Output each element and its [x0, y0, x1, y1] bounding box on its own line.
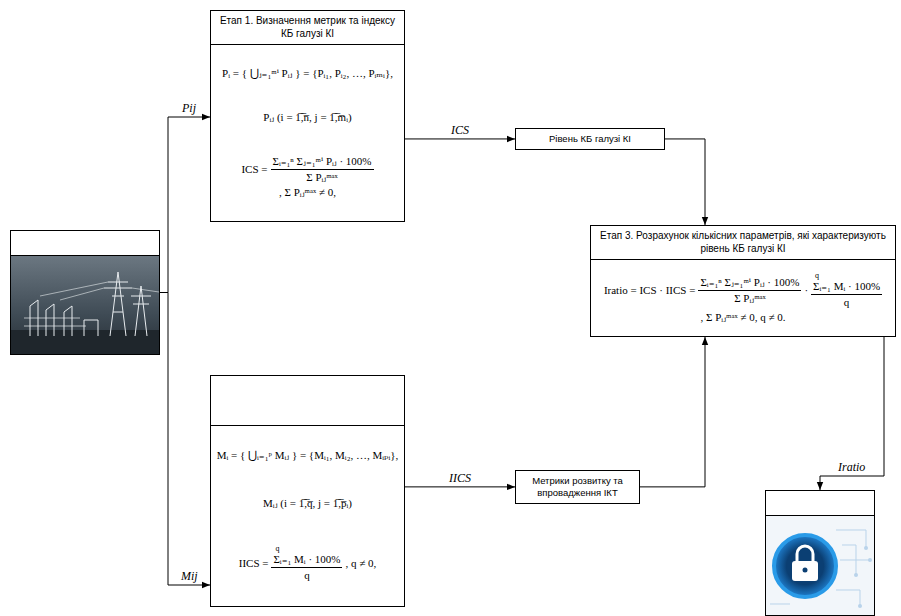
substation-bus [24, 318, 86, 326]
fraction-denominator: q [842, 295, 852, 309]
connector-arrow [405, 486, 515, 487]
formula-body: Iratio = ICS · IICS =Σᵢ₌₁ⁿ Σⱼ₌₁ᵐⁱ Pᵢⱼ · … [591, 260, 895, 336]
sum-stack: qΣᵢ₌₁ Mᵢ · 100% [273, 545, 340, 566]
connector-arrow [665, 139, 705, 225]
fraction: qΣᵢ₌₁ Mᵢ · 100%q [811, 272, 882, 309]
empty-header [766, 491, 874, 516]
picture-frame [765, 490, 875, 616]
stage-box: Етап 1. Визначення метрик та індексу КБ … [210, 10, 405, 222]
connector-arrow [405, 138, 515, 139]
picture-frame [10, 230, 160, 355]
formula-text: Pᵢⱼ (i = 1̅,̅n̅, j = 1̅,̅m̅ᵢ) [263, 111, 351, 124]
formula-text: Mᵢⱼ (i = 1̅,̅q̅, j = 1̅,̅p̅ᵢ) [263, 497, 352, 510]
metric-label: Рівень КБ галузі КІ [516, 129, 664, 149]
formula-text: Σᵢ₌₁ Mᵢ · 100% [273, 553, 340, 566]
connector-arrow [640, 337, 705, 487]
circuit-dots [854, 546, 872, 608]
pylon-symbol [104, 272, 132, 336]
metric-box: Метрики розвитку та впровадження ІКТ [515, 470, 640, 504]
formula-text: q [844, 296, 850, 309]
sum-limit: q [813, 272, 819, 280]
transformer-symbol [84, 320, 98, 336]
stage-box: Mᵢ = { ⋃ᵢ₌₁ᵖ Mᵢⱼ } = {Mᵢ₁, Mᵢ₂, …, Mᵢₚᵢ}… [210, 375, 405, 607]
stage-box: Етап 3. Розрахунок кількісних параметрів… [590, 225, 896, 337]
fraction-numerator: Σᵢ₌₁ⁿ Σⱼ₌₁ᵐⁱ Pᵢⱼ · 100% [698, 276, 801, 291]
formula-body: Mᵢ = { ⋃ᵢ₌₁ᵖ Mᵢⱼ } = {Mᵢ₁, Mᵢ₂, …, Mᵢₚᵢ}… [211, 426, 404, 606]
connector-arrow [160, 117, 210, 293]
substation-photo [11, 255, 159, 354]
picture-ground [766, 516, 874, 615]
power-wire [40, 282, 159, 300]
formula-text: Σ Pᵢⱼᵐᵃˣ [734, 292, 766, 305]
circuit-lines [770, 530, 870, 606]
formula-row: ICS = Σᵢ₌₁ⁿ Σⱼ₌₁ᵐⁱ Pᵢⱼ · 100% Σ Pᵢⱼᵐᵃˣ , Σ … [216, 155, 399, 200]
formula-text: , Σ Pᵢⱼᵐᵃˣ ≠ 0, [279, 186, 336, 199]
signal-label: Pij [180, 101, 198, 115]
formula-text: , q ≠ 0, [345, 557, 376, 570]
metric-label: Метрики розвитку та впровадження ІКТ [516, 471, 639, 503]
fraction-numerator: qΣᵢ₌₁ Mᵢ · 100% [811, 272, 882, 295]
formula-text: · [804, 284, 808, 297]
formula-text: Σᵢ₌₁ Mᵢ · 100% [813, 280, 880, 293]
formula-text: Pᵢ = { ⋃ⱼ₌₁ᵐⁱ Pᵢⱼ } = {Pᵢ₁, Pᵢ₂, …, Pᵢₘᵢ… [222, 67, 393, 80]
fraction-denominator: Σ Pᵢⱼᵐᵃˣ [304, 170, 340, 184]
signal-label: Iratio [836, 460, 867, 474]
lock-disc [774, 535, 836, 597]
formula-text: IICS = [239, 557, 269, 570]
signal-label: IICS [447, 471, 473, 485]
formula-text: Σᵢ₌₁ⁿ Σⱼ₌₁ᵐⁱ Pᵢⱼ · 100% [273, 155, 372, 168]
lock-body [792, 561, 818, 581]
formula-row: Mᵢⱼ (i = 1̅,̅q̅, j = 1̅,̅p̅ᵢ) [263, 497, 352, 510]
connector-arrow [160, 293, 210, 586]
formula-text: q [304, 569, 310, 582]
photo-ground [11, 330, 159, 354]
formula-row: Pᵢ = { ⋃ⱼ₌₁ᵐⁱ Pᵢⱼ } = {Pᵢ₁, Pᵢ₂, …, Pᵢₘᵢ… [222, 67, 393, 80]
formula-row: Pᵢⱼ (i = 1̅,̅n̅, j = 1̅,̅m̅ᵢ) [263, 111, 351, 124]
fraction-denominator: Σ Pᵢⱼᵐᵃˣ [732, 291, 768, 305]
sum-limit: q [273, 545, 279, 553]
fraction: qΣᵢ₌₁ Mᵢ · 100%q [271, 545, 342, 582]
formula-row: Iratio = ICS · IICS =Σᵢ₌₁ⁿ Σⱼ₌₁ᵐⁱ Pᵢⱼ · … [596, 272, 890, 325]
photo-ground [11, 255, 159, 354]
formula-text: Mᵢ = { ⋃ᵢ₌₁ᵖ Mᵢⱼ } = {Mᵢ₁, Mᵢ₂, …, Mᵢₚᵢ}… [217, 449, 399, 462]
fraction: Σᵢ₌₁ⁿ Σⱼ₌₁ᵐⁱ Pᵢⱼ · 100% Σ Pᵢⱼᵐᵃˣ [698, 276, 801, 305]
circuit-dot [868, 558, 872, 562]
fraction: Σᵢ₌₁ⁿ Σⱼ₌₁ᵐⁱ Pᵢⱼ · 100% Σ Pᵢⱼᵐᵃˣ [271, 155, 374, 184]
empty-header [11, 231, 159, 256]
lock-keyhole [803, 568, 808, 573]
lock-ring [774, 535, 836, 597]
metric-box: Рівень КБ галузі КІ [515, 128, 665, 150]
fraction-numerator: Σᵢ₌₁ⁿ Σⱼ₌₁ᵐⁱ Pᵢⱼ · 100% [271, 155, 374, 170]
stage-heading: Етап 1. Визначення метрик та індексу КБ … [211, 11, 404, 45]
formula-text: Iratio = ICS · IICS = [604, 284, 696, 297]
fraction-numerator: qΣᵢ₌₁ Mᵢ · 100% [271, 545, 342, 568]
fraction-denominator: q [302, 568, 312, 582]
security-picture [766, 516, 874, 615]
circuit-dot [864, 546, 868, 550]
formula-row: Mᵢ = { ⋃ᵢ₌₁ᵖ Mᵢⱼ } = {Mᵢ₁, Mᵢ₂, …, Mᵢₚᵢ}… [217, 449, 399, 462]
formula-body: Pᵢ = { ⋃ⱼ₌₁ᵐⁱ Pᵢⱼ } = {Pᵢ₁, Pᵢ₂, …, Pᵢₘᵢ… [211, 45, 404, 221]
empty-header [211, 376, 404, 426]
circuit-dot [858, 604, 862, 608]
formula-row: IICS =qΣᵢ₌₁ Mᵢ · 100%q, q ≠ 0, [239, 545, 377, 582]
sum-stack: qΣᵢ₌₁ Mᵢ · 100% [813, 272, 880, 293]
pylon-symbol [24, 272, 159, 336]
circuit-lines [770, 530, 870, 606]
signal-label: ICS [449, 123, 471, 137]
formula-text: Σᵢ₌₁ⁿ Σⱼ₌₁ᵐⁱ Pᵢⱼ · 100% [700, 276, 799, 289]
circuit-dot [854, 573, 858, 577]
formula-text: ICS = [241, 163, 267, 176]
pylon-symbol [131, 286, 151, 336]
stage-heading: Етап 3. Розрахунок кількісних параметрів… [591, 226, 895, 260]
signal-label: Mij [179, 569, 200, 583]
connector-arrow [820, 337, 884, 490]
formula-text: , Σ Pᵢⱼᵐᵃˣ ≠ 0, q ≠ 0. [701, 311, 786, 324]
lock-shackle [797, 546, 813, 562]
formula-text: Σ Pᵢⱼᵐᵃˣ [306, 171, 338, 184]
